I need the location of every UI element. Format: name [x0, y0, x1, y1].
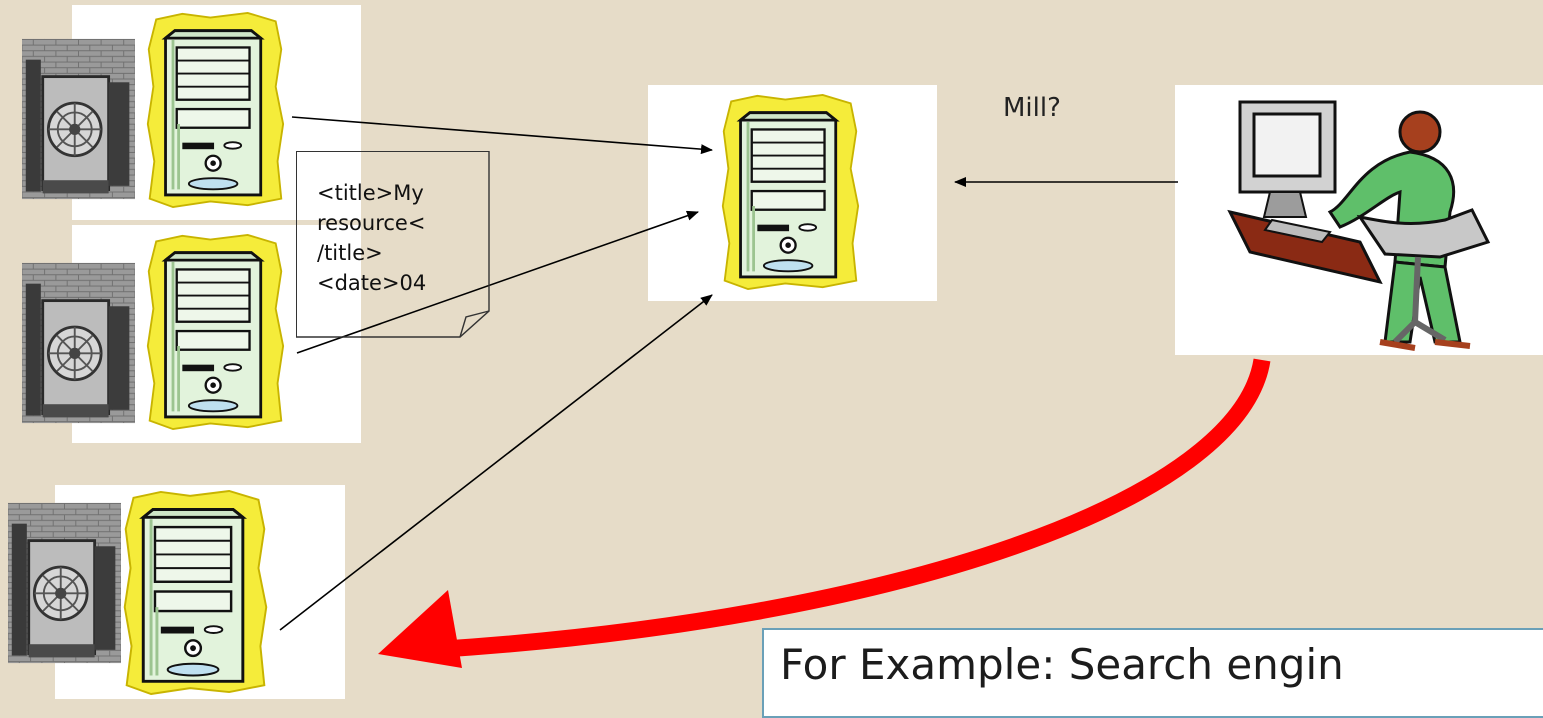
metadata-record-note: <title>My resource< /title> <date>04	[296, 151, 489, 337]
example-caption: For Example: Search engin	[762, 628, 1543, 718]
query-label: Mill?	[1003, 93, 1061, 123]
big-red-return-arrow	[429, 358, 1271, 659]
metadata-line-4: <date>04	[317, 271, 427, 295]
flow-arrows	[279, 116, 1271, 668]
metadata-line-2: resource<	[317, 211, 426, 235]
harvest-arrow-provider-1	[291, 116, 713, 155]
user-at-computer-icon	[1227, 100, 1491, 351]
note-folded-corner	[296, 151, 490, 338]
big-red-arrowhead	[378, 590, 462, 668]
metadata-line-1: <title>My	[317, 181, 424, 205]
harvest-arrow-provider-2	[296, 210, 699, 354]
metadata-line-3: /title>	[317, 241, 383, 265]
harvest-arrow-provider-3	[279, 294, 713, 631]
